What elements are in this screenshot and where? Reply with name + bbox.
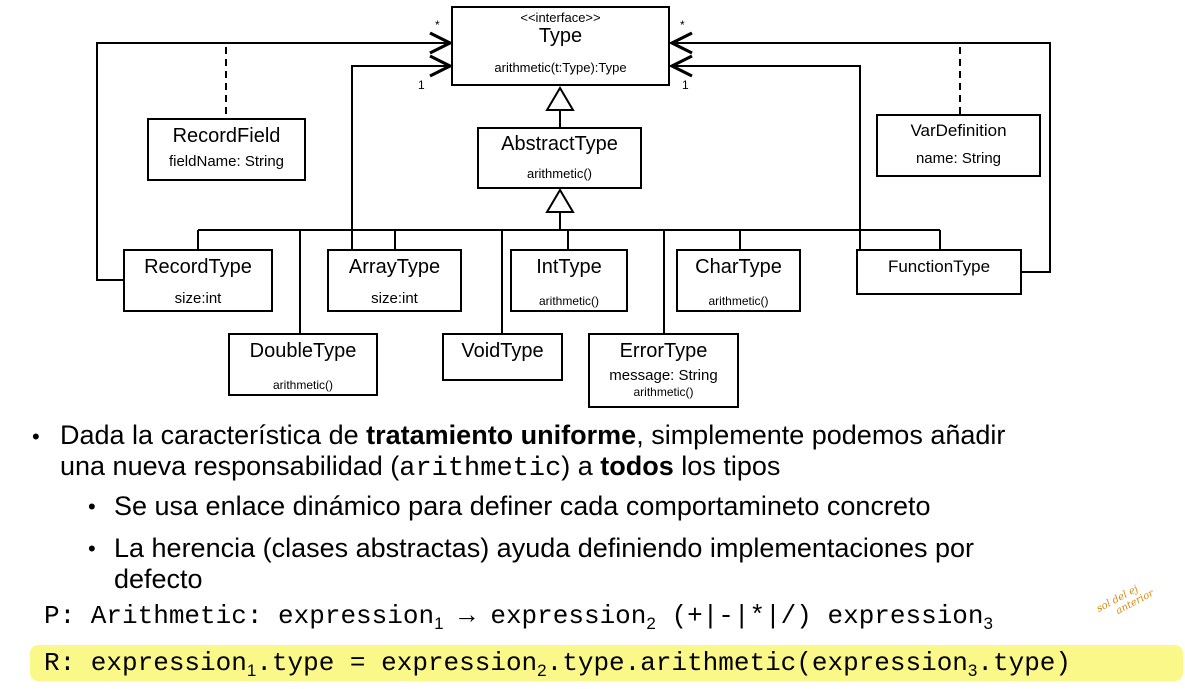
rule-r-text: R: expression bbox=[44, 648, 247, 678]
multiplicity-left-one: 1 bbox=[418, 78, 425, 92]
record-field-attr: fieldName: String bbox=[168, 153, 285, 170]
bullet-dot: • bbox=[88, 536, 96, 561]
array-type-name: ArrayType bbox=[348, 256, 441, 278]
array-type-attr: size:int bbox=[371, 290, 418, 307]
record-type-name: RecordType bbox=[144, 256, 252, 278]
var-definition-box: VarDefinition name: String bbox=[876, 114, 1041, 177]
interface-stereotype: <<interface>> bbox=[520, 10, 601, 25]
rule-r-sub: 2 bbox=[537, 661, 547, 681]
multiplicity-right-one: 1 bbox=[682, 78, 689, 92]
function-type-name: FunctionType bbox=[887, 257, 991, 276]
rule-p-sub: 2 bbox=[646, 614, 656, 634]
type-method: arithmetic(t:Type):Type bbox=[494, 60, 627, 75]
rule-p-sub: 3 bbox=[983, 614, 993, 634]
record-type-attr: size:int bbox=[174, 290, 222, 307]
void-type-box: VoidType bbox=[442, 333, 563, 381]
rule-r-text: .type.arithmetic(expression bbox=[546, 648, 968, 678]
double-type-method: arithmetic() bbox=[272, 378, 333, 392]
error-type-box: ErrorType message: String arithmetic() bbox=[588, 333, 739, 408]
rule-p-text: (+|-|*|/) expression bbox=[655, 601, 984, 631]
double-type-box: DoubleType arithmetic() bbox=[228, 333, 378, 396]
bullet-1-text: Dada la característica de bbox=[60, 420, 367, 450]
bullet-1-text-3: una nueva responsabilidad ( bbox=[60, 451, 400, 481]
error-type-method: arithmetic() bbox=[633, 385, 694, 399]
multiplicity-right-many: * bbox=[680, 18, 685, 32]
double-type-name: DoubleType bbox=[249, 340, 357, 362]
rule-p-text: P: Arithmetic: expression bbox=[44, 601, 435, 631]
bullet-1-text-2: , simplemente podemos añadir bbox=[636, 420, 1006, 450]
rule-r-sub: 1 bbox=[246, 661, 257, 681]
char-type-box: CharType arithmetic() bbox=[676, 249, 801, 312]
rule-r-text: .type = expression bbox=[256, 648, 538, 678]
production-rule: P: Arithmetic: expression1 → expression2… bbox=[44, 601, 993, 634]
bullet-1-bold-2: todos bbox=[600, 451, 674, 481]
int-type-method: arithmetic() bbox=[538, 294, 599, 308]
bullet-1-text-4: ) a bbox=[561, 451, 601, 481]
bullet-1-line-1: Dada la característica de tratamiento un… bbox=[60, 420, 1005, 451]
bullet-1-code: arithmetic bbox=[399, 454, 562, 484]
rule-p-text: → expression bbox=[443, 601, 647, 631]
record-type-box: RecordType size:int bbox=[123, 249, 273, 312]
error-type-attr: message: String bbox=[609, 367, 718, 384]
bullet-dot: • bbox=[88, 494, 96, 519]
type-interface-box: <<interface>> Type arithmetic(t:Type):Ty… bbox=[451, 6, 670, 86]
type-name: Type bbox=[538, 25, 583, 47]
void-type-name: VoidType bbox=[461, 340, 544, 362]
record-field-name: RecordField bbox=[172, 125, 281, 147]
abstract-type-method: arithmetic() bbox=[526, 166, 592, 181]
abstract-type-name: AbstractType bbox=[501, 133, 618, 155]
connector-lines bbox=[96, 0, 1051, 333]
var-definition-attr: name: String bbox=[915, 150, 1002, 167]
semantic-rule-highlighted: R: expression1.type = expression2.type.a… bbox=[30, 645, 1183, 681]
function-type-box: FunctionType bbox=[856, 249, 1022, 295]
bullet-1-text-5: los tipos bbox=[673, 451, 781, 481]
char-type-name: CharType bbox=[695, 256, 782, 278]
bullet-3-line-2: defecto bbox=[114, 564, 203, 594]
bullet-1-line-2: una nueva responsabilidad (arithmetic) a… bbox=[60, 451, 780, 485]
multiplicity-left-many: * bbox=[435, 18, 440, 32]
int-type-box: IntType arithmetic() bbox=[510, 249, 628, 312]
abstract-type-box: AbstractType arithmetic() bbox=[477, 127, 642, 189]
bullet-1-bold: tratamiento uniforme bbox=[366, 420, 637, 450]
array-type-box: ArrayType size:int bbox=[327, 249, 462, 312]
int-type-name: IntType bbox=[536, 256, 602, 278]
bullet-dot: • bbox=[32, 424, 40, 449]
rule-p-sub: 1 bbox=[434, 614, 444, 634]
rule-r-sub: 3 bbox=[967, 661, 978, 681]
bullet-2: Se usa enlace dinámico para definer cada… bbox=[114, 491, 931, 521]
rule-r-text: .type) bbox=[977, 648, 1072, 678]
error-type-name: ErrorType bbox=[619, 340, 708, 362]
bullet-3-line-1: La herencia (clases abstractas) ayuda de… bbox=[114, 533, 974, 563]
record-field-box: RecordField fieldName: String bbox=[147, 118, 306, 181]
var-definition-name: VarDefinition bbox=[910, 121, 1007, 140]
char-type-method: arithmetic() bbox=[708, 294, 769, 308]
